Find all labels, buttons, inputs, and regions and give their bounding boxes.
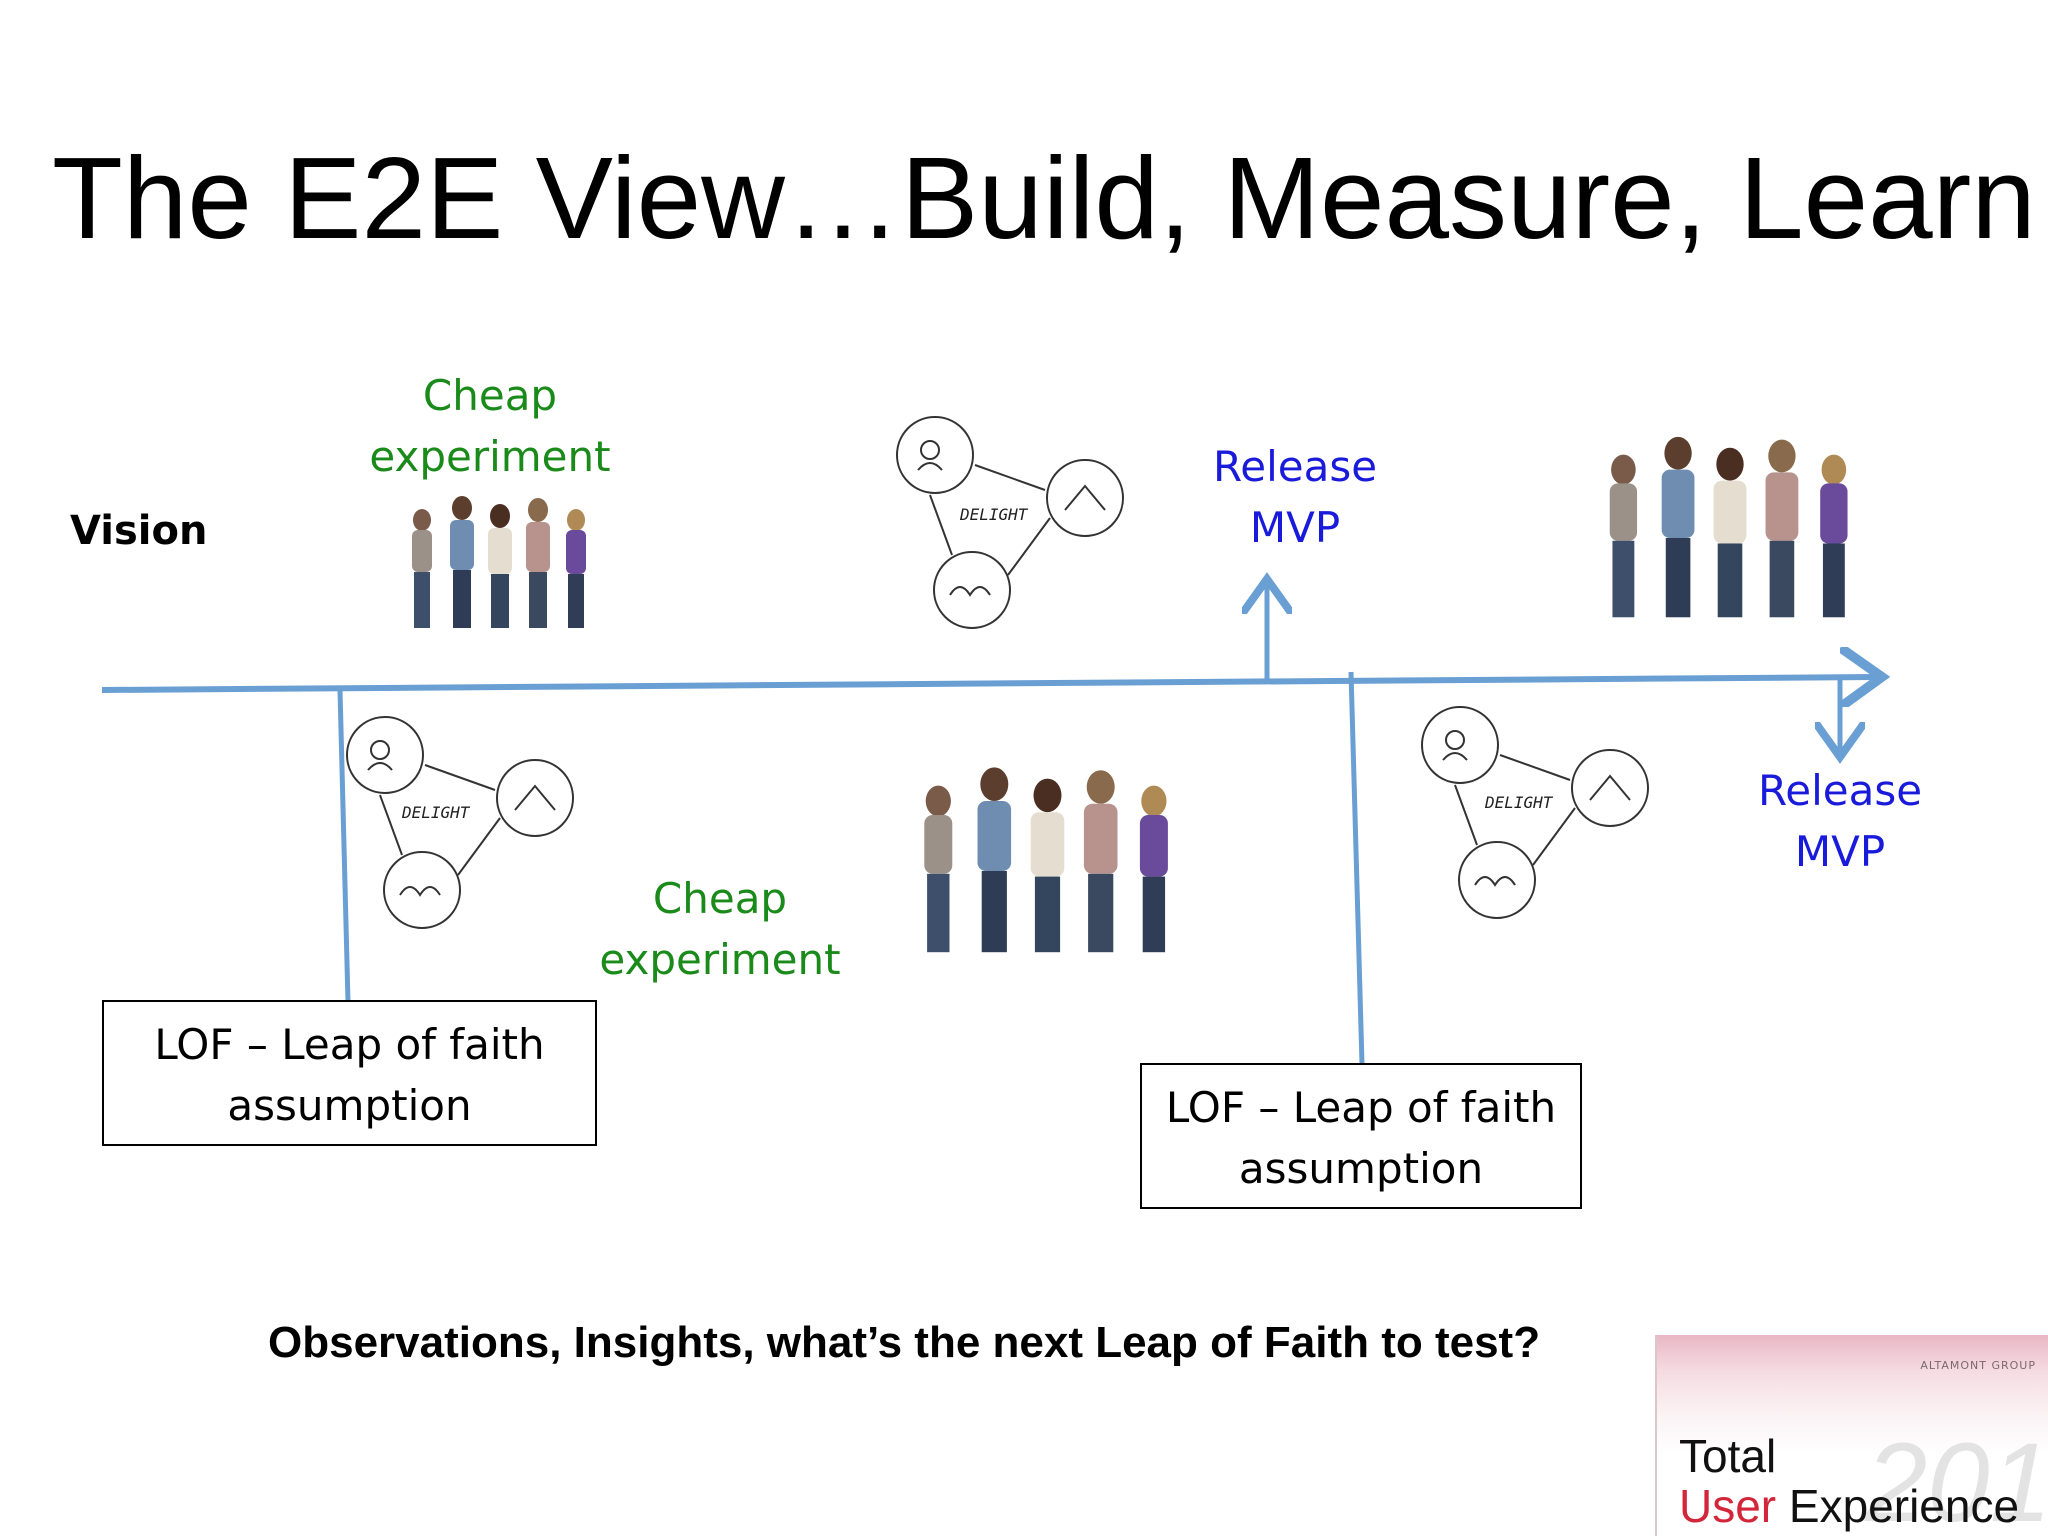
lof-box-right: LOF – Leap of faith assumption bbox=[1140, 1063, 1582, 1209]
cheap-experiment-bottom-line1: Cheap bbox=[652, 874, 788, 923]
delight-sketch-diagram: DELIGHT bbox=[1421, 706, 1649, 919]
cheap-experiment-bottom-line2: experiment bbox=[599, 935, 841, 984]
badge-year: 2013 bbox=[1865, 1420, 2048, 1536]
vision-label: Vision bbox=[70, 508, 208, 554]
badge-group-logo: ALTAMONT GROUP bbox=[1920, 1359, 2036, 1372]
delight-label: DELIGHT bbox=[1484, 793, 1554, 812]
people-group-image bbox=[924, 767, 1168, 953]
cheap-experiment-top: Cheap experiment bbox=[360, 365, 620, 487]
release-mvp-top-line2: MVP bbox=[1249, 503, 1341, 552]
lof-box-left: LOF – Leap of faith assumption bbox=[102, 1000, 597, 1146]
badge-line2-red: User bbox=[1679, 1480, 1777, 1532]
lof-box-left-line2: assumption bbox=[227, 1081, 472, 1130]
release-mvp-right: Release MVP bbox=[1725, 760, 1955, 882]
badge-line1: Total bbox=[1679, 1430, 1777, 1482]
lof-box-left-line1: LOF – Leap of faith bbox=[154, 1020, 545, 1069]
lof-box-right-line2: assumption bbox=[1238, 1144, 1484, 1193]
cheap-experiment-top-line1: Cheap bbox=[422, 371, 558, 420]
slide-title: The E2E View…Build, Measure, Learn bbox=[52, 133, 2036, 263]
lof-box-right-line1: LOF – Leap of faith bbox=[1165, 1083, 1557, 1132]
delight-label: DELIGHT bbox=[959, 505, 1029, 524]
timeline-axis bbox=[101, 677, 1876, 690]
people-group-image bbox=[412, 496, 586, 628]
cheap-experiment-bottom: Cheap experiment bbox=[590, 868, 850, 990]
people-group-image bbox=[1609, 436, 1848, 618]
connector-right-lof bbox=[1348, 671, 1365, 1065]
badge-line2: User Experience bbox=[1679, 1481, 2019, 1531]
cheap-experiment-top-line2: experiment bbox=[369, 432, 611, 481]
release-mvp-right-line2: MVP bbox=[1794, 827, 1886, 876]
delight-sketch-diagram: DELIGHT bbox=[346, 716, 574, 929]
conference-badge: 2013 ALTAMONT GROUP Total User Experienc… bbox=[1655, 1335, 2048, 1536]
release-mvp-top-line1: Release bbox=[1212, 442, 1378, 491]
connector-left-lof bbox=[337, 689, 351, 1003]
next-question: Observations, Insights, what’s the next … bbox=[268, 1318, 1541, 1367]
delight-label: DELIGHT bbox=[401, 803, 471, 822]
release-mvp-top: Release MVP bbox=[1180, 436, 1410, 558]
badge-line2-black: Experience bbox=[1788, 1480, 2020, 1532]
delight-sketch-diagram: DELIGHT bbox=[896, 416, 1124, 629]
release-mvp-right-line1: Release bbox=[1757, 766, 1923, 815]
